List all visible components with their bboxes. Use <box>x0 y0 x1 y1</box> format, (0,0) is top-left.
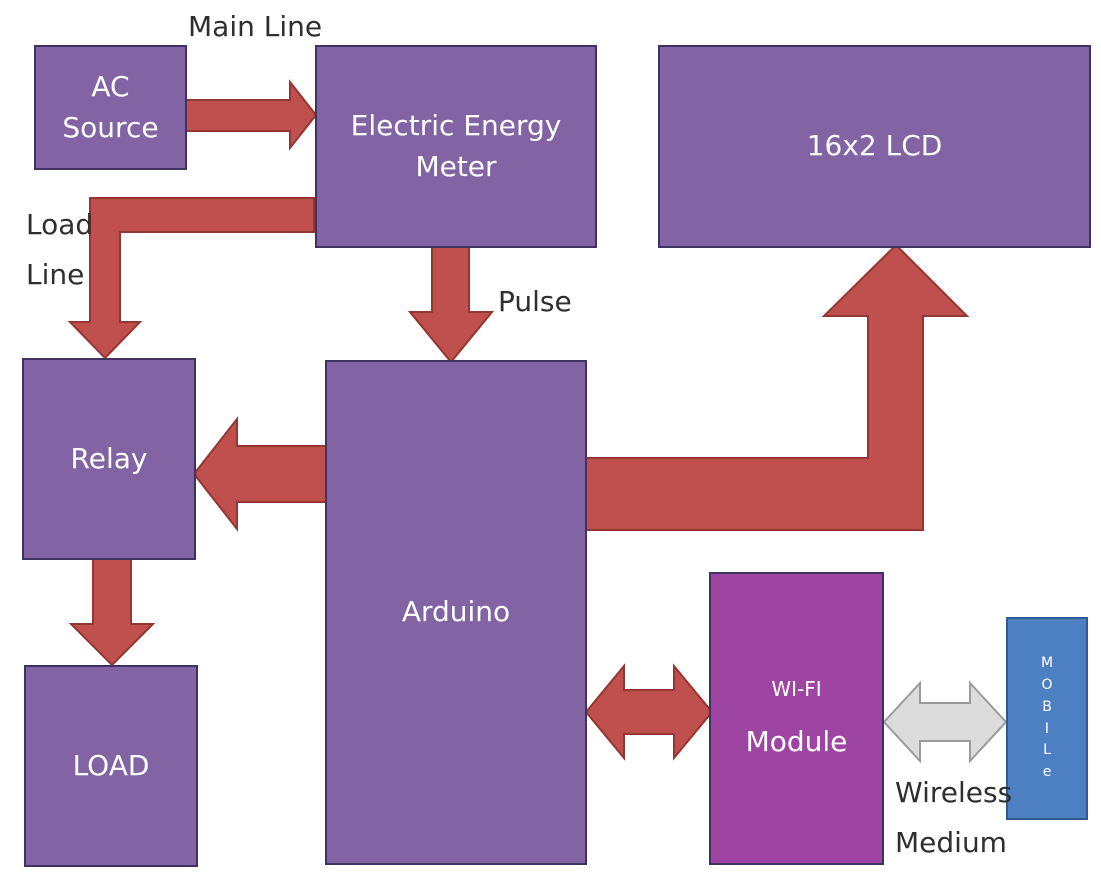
load-label: LOAD <box>72 748 150 782</box>
pulse-label: Pulse <box>498 285 572 318</box>
wireless-label-1: Wireless <box>895 776 1013 809</box>
load-block: LOAD <box>24 665 198 867</box>
wifi-line2: Module <box>745 724 848 758</box>
mobile-letter: L <box>1043 742 1051 759</box>
arduino-wifi-double-arrow <box>584 663 714 761</box>
load-line-label-2: Line <box>26 258 85 291</box>
lcd-label: 16x2 LCD <box>806 129 943 163</box>
arduino-to-lcd-arrow <box>584 243 970 531</box>
energy-meter-block: Electric Energy Meter <box>315 45 597 248</box>
ac-source-block: AC Source <box>34 45 187 170</box>
mobile-letter: B <box>1042 698 1052 715</box>
main-line-arrow <box>185 79 318 151</box>
lcd-block: 16x2 LCD <box>658 45 1091 248</box>
load-line-arrow <box>67 197 315 360</box>
arduino-block: Arduino <box>325 360 587 865</box>
ac-source-line2: Source <box>62 110 159 144</box>
pulse-arrow <box>407 246 495 364</box>
relay-label: Relay <box>70 441 148 475</box>
relay-block: Relay <box>22 358 196 560</box>
energy-meter-line2: Meter <box>415 149 497 183</box>
ac-source-line1: AC <box>91 69 130 103</box>
load-line-label-1: Load <box>26 208 94 241</box>
wifi-module-block: WI-FI Module <box>709 572 884 865</box>
mobile-letter: e <box>1042 763 1052 780</box>
arduino-to-relay-arrow <box>192 416 327 532</box>
wireless-double-arrow <box>882 680 1008 764</box>
mobile-letters: M O B I L e <box>1041 653 1053 783</box>
mobile-letter: I <box>1044 720 1050 737</box>
wifi-line1: WI-FI <box>771 676 822 701</box>
relay-to-load-arrow <box>68 558 156 667</box>
mobile-letter: M <box>1040 655 1054 672</box>
wireless-label-2: Medium <box>895 826 1007 859</box>
arduino-label: Arduino <box>401 595 511 629</box>
main-line-label: Main Line <box>188 10 323 43</box>
energy-meter-line1: Electric Energy <box>350 108 562 142</box>
mobile-letter: O <box>1041 677 1053 694</box>
mobile-block: M O B I L e <box>1006 617 1088 820</box>
